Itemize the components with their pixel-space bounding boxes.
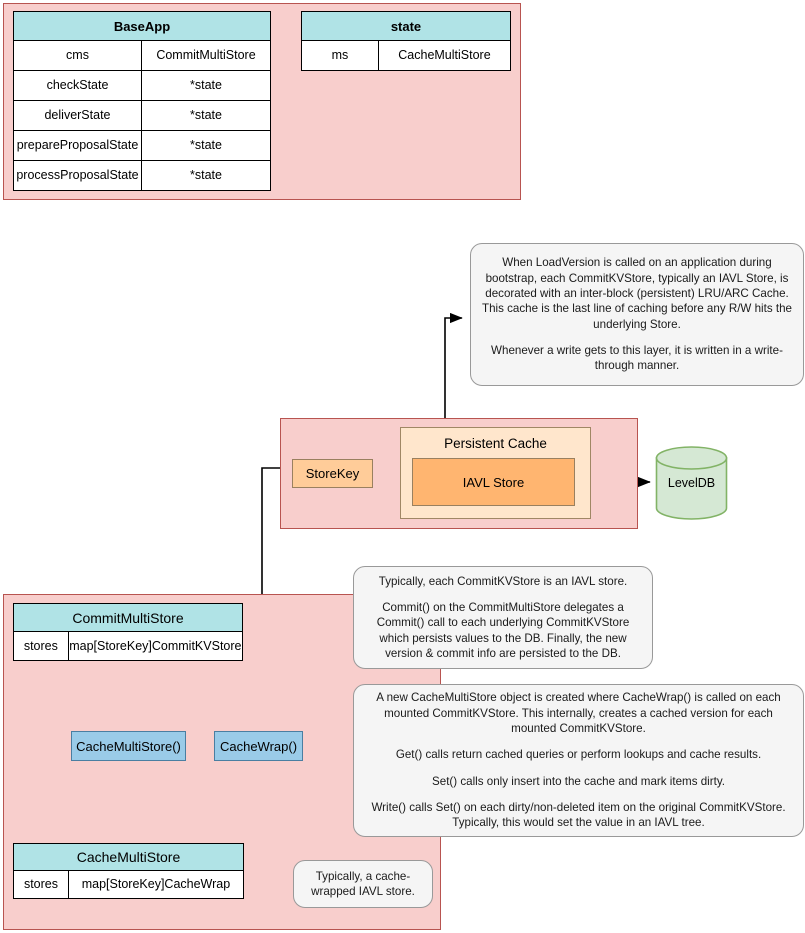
field-type: map[StoreKey]CommitKVStore [68, 632, 242, 660]
commit-multistore-table-header: CommitMultiStore [13, 603, 243, 632]
field-name: cms [14, 41, 142, 70]
iavl-store-label: IAVL Store [462, 474, 525, 490]
field-name: ms [302, 41, 379, 70]
field-type: *state [142, 131, 270, 160]
leveldb-label: LevelDB [667, 476, 716, 490]
cachewrap-note-paragraph-2: Get() calls return cached queries or per… [395, 748, 762, 762]
cylinder-icon [655, 446, 728, 520]
table-row: ms CacheMultiStore [301, 41, 511, 71]
loadversion-note-paragraph-1: When LoadVersion is called on an applica… [482, 256, 792, 331]
cache-multistore-table: CacheMultiStore stores map[StoreKey]Cach… [13, 843, 244, 899]
cache-wrap-call-label: CacheWrap() [219, 738, 298, 754]
cache-multistore-call-box: CacheMultiStore() [71, 731, 186, 761]
cache-wrap-call-box: CacheWrap() [214, 731, 303, 761]
table-row: deliverState *state [13, 101, 271, 131]
storekey-label: StoreKey [305, 466, 360, 481]
field-name: stores [14, 871, 69, 898]
table-row: prepareProposalState *state [13, 131, 271, 161]
commit-note-paragraph-2: Commit() on the CommitMultiStore delegat… [376, 601, 630, 660]
field-name: deliverState [14, 101, 142, 130]
cachewrap-note-paragraph-1: A new CacheMultiStore object is created … [376, 691, 781, 736]
iavl-store-box: IAVL Store [412, 458, 575, 506]
field-type: *state [142, 71, 270, 100]
table-row: stores map[StoreKey]CommitKVStore [13, 632, 243, 661]
cachewrap-note-paragraph-4: Write() calls Set() on each dirty/non-de… [371, 800, 786, 830]
persistent-cache-title: Persistent Cache [444, 436, 547, 451]
field-name: prepareProposalState [14, 131, 142, 160]
field-name: processProposalState [14, 161, 142, 190]
cachewrapped-note-text: Typically, a cache-wrapped IAVL store. [311, 869, 415, 898]
state-table: state ms CacheMultiStore [301, 11, 511, 71]
field-type: *state [142, 161, 270, 190]
table-row: stores map[StoreKey]CacheWrap [13, 871, 244, 899]
leveldb-cylinder: LevelDB [655, 446, 728, 520]
cachewrap-note: A new CacheMultiStore object is created … [353, 684, 804, 837]
baseapp-table-header: BaseApp [13, 11, 271, 41]
field-type: CommitMultiStore [142, 41, 270, 70]
cache-multistore-table-header: CacheMultiStore [13, 843, 244, 871]
field-name: stores [14, 632, 69, 660]
cachewrapped-note: Typically, a cache-wrapped IAVL store. [293, 860, 433, 908]
commit-multistore-table: CommitMultiStore stores map[StoreKey]Com… [13, 603, 243, 661]
field-type: map[StoreKey]CacheWrap [68, 871, 243, 898]
baseapp-table: BaseApp cms CommitMultiStore checkState … [13, 11, 271, 191]
table-row: checkState *state [13, 71, 271, 101]
loadversion-note-paragraph-2: Whenever a write gets to this layer, it … [491, 343, 783, 373]
field-name: checkState [14, 71, 142, 100]
storekey-box: StoreKey [292, 459, 373, 488]
loadversion-note: When LoadVersion is called on an applica… [470, 243, 804, 386]
table-row: cms CommitMultiStore [13, 41, 271, 71]
cachewrap-note-paragraph-3: Set() calls only insert into the cache a… [432, 774, 725, 788]
field-type: CacheMultiStore [378, 41, 510, 70]
table-row: processProposalState *state [13, 161, 271, 191]
field-type: *state [142, 101, 270, 130]
state-table-header: state [301, 11, 511, 41]
commit-note-paragraph-1: Typically, each CommitKVStore is an IAVL… [378, 574, 628, 588]
wire-cache-to-loadversion-note [444, 312, 463, 418]
commit-note: Typically, each CommitKVStore is an IAVL… [353, 566, 653, 669]
cache-multistore-call-label: CacheMultiStore() [76, 738, 181, 754]
